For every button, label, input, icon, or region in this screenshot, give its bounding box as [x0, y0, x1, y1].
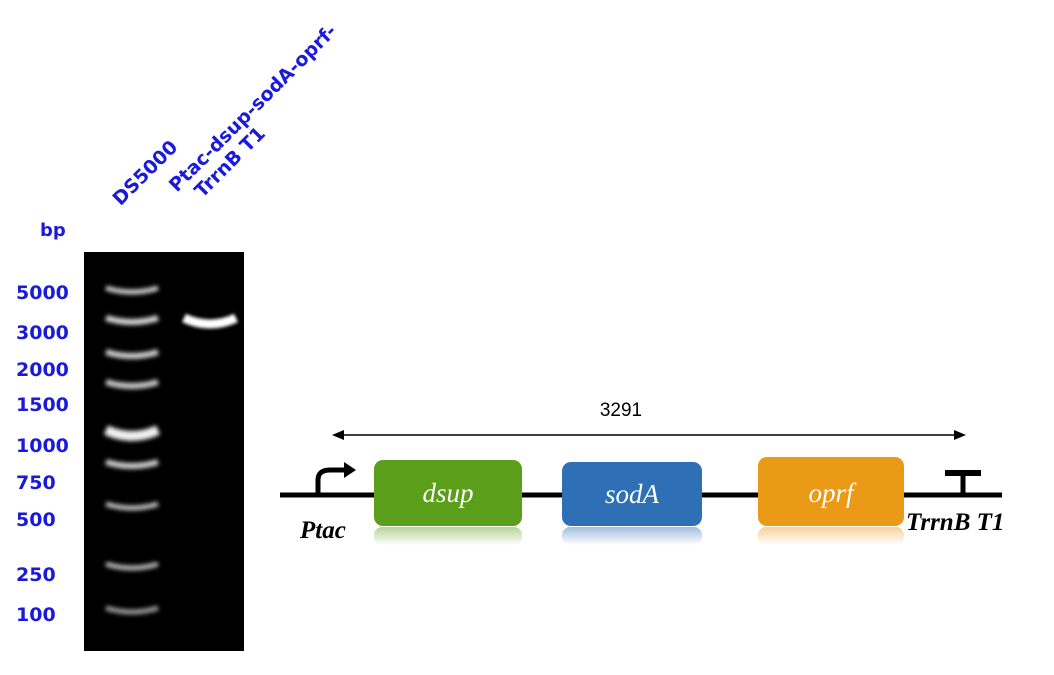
- marker-label: 500: [16, 509, 56, 531]
- marker-label: 1000: [16, 435, 69, 457]
- gene-oprf-label: oprf: [808, 478, 857, 508]
- marker-label: 5000: [16, 282, 69, 304]
- ladder-band-250: [105, 561, 159, 571]
- ladder-band-500: [105, 501, 159, 511]
- ladder-band-1500: [105, 379, 159, 389]
- ladder-band-5000: [105, 285, 159, 295]
- marker-label: 100: [16, 604, 56, 626]
- bp-unit-label: bp: [40, 220, 66, 241]
- marker-label: 2000: [16, 359, 69, 381]
- terminator-label: TrrnB T1: [906, 509, 1004, 536]
- terminator-icon: [945, 470, 981, 495]
- gene-dsup-label: dsup: [422, 478, 473, 508]
- gel-bands: [103, 285, 238, 615]
- gene-dsup: dsup: [374, 460, 522, 545]
- gel-image: [84, 252, 244, 651]
- construct-size-label: 3291: [600, 400, 642, 421]
- marker-label: 3000: [16, 322, 69, 344]
- gene-sodA-label: sodA: [605, 479, 660, 509]
- promoter-arrow-icon: [315, 462, 356, 495]
- promoter-label: Ptac: [299, 517, 346, 544]
- ladder-band-100: [105, 605, 159, 615]
- size-arrow: [332, 430, 966, 440]
- gene-oprf: oprf: [758, 457, 904, 545]
- marker-label: 1500: [16, 394, 69, 416]
- ladder-band-2000: [105, 349, 159, 359]
- gene-sodA: sodA: [562, 462, 702, 545]
- ladder-band-1000: [103, 425, 161, 441]
- ladder-band-750: [105, 459, 159, 469]
- sample-band: [182, 313, 238, 329]
- ladder-band-3000: [105, 315, 159, 325]
- marker-label: 750: [16, 472, 56, 494]
- marker-label: 250: [16, 564, 56, 586]
